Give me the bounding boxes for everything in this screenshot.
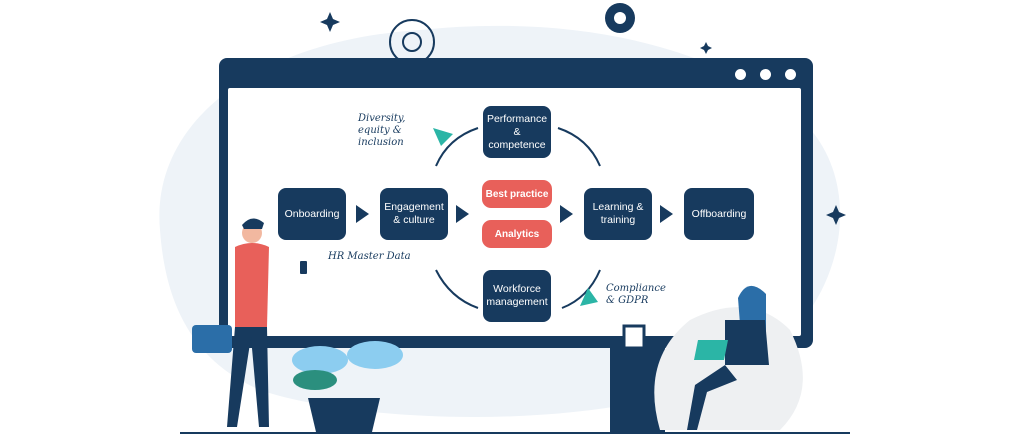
arrow-workforce-engagement — [435, 269, 479, 309]
diagram-screen: Onboarding Engagement & culture Performa… — [228, 88, 801, 336]
annotation-hr-master-data: HR Master Data — [328, 251, 411, 262]
monitor-window: Onboarding Engagement & culture Performa… — [219, 58, 813, 348]
annotation-diversity: Diversity, equity & inclusion — [358, 113, 406, 148]
sparkle-icon — [320, 12, 340, 32]
window-dot[interactable] — [735, 69, 746, 80]
person-presenting-illustration — [192, 218, 307, 427]
node-engagement[interactable]: Engagement & culture — [380, 188, 448, 240]
node-performance[interactable]: Performance & competence — [483, 106, 551, 158]
arrow-learning-workforce — [561, 269, 601, 309]
chevron-right-icon — [660, 205, 673, 223]
node-learning[interactable]: Learning & training — [584, 188, 652, 240]
chevron-right-icon — [456, 205, 469, 223]
chevron-right-icon — [356, 205, 369, 223]
window-dot[interactable] — [760, 69, 771, 80]
gear-icon-solid — [605, 3, 635, 33]
laptop — [694, 340, 728, 360]
arrow-engagement-performance — [435, 127, 479, 167]
plant-illustration — [292, 341, 403, 432]
sparkle-icon — [826, 205, 846, 225]
teal-pointer — [433, 128, 453, 146]
node-onboarding[interactable]: Onboarding — [278, 188, 346, 240]
pill-analytics[interactable]: Analytics — [482, 220, 552, 248]
node-offboarding[interactable]: Offboarding — [684, 188, 754, 240]
node-workforce[interactable]: Workforce management — [483, 270, 551, 322]
pill-best-practice[interactable]: Best practice — [482, 180, 552, 208]
window-dot[interactable] — [785, 69, 796, 80]
chevron-right-icon — [560, 205, 573, 223]
flow-arrows — [433, 127, 601, 309]
arrow-performance-learning — [557, 127, 601, 167]
person-laptop-illustration — [610, 285, 803, 434]
sparkle-icon — [700, 42, 712, 54]
annotation-compliance: Compliance & GDPR — [606, 283, 666, 306]
teal-pointer — [580, 288, 598, 306]
